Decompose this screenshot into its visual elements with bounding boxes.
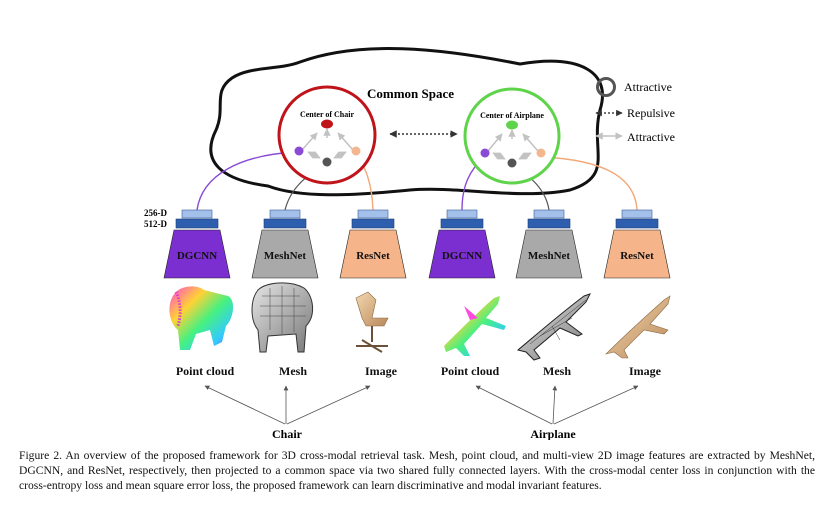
legend-ring-symbol [596, 77, 616, 97]
feature-extractor-block [163, 229, 231, 279]
legend: Attractive Repulsive Attractive [595, 77, 675, 144]
airplane-resnet-link [542, 156, 638, 211]
feature-extractor-block [428, 229, 496, 279]
network-label: ResNet [356, 250, 390, 262]
network-blocks: DGCNN MeshNet ResNet DGCNN MeshNet ResNet [163, 209, 671, 279]
chair-mesh-image [251, 282, 313, 353]
chair-point-cloud-image [169, 286, 234, 350]
fc-layer-512 [615, 218, 659, 229]
airplane-object-label: Airplane [530, 427, 576, 440]
chair-to-image-arrow [286, 385, 371, 425]
feature-extractor-block [603, 229, 671, 279]
modality-label: Image [629, 364, 662, 378]
modality-label: Point cloud [176, 364, 235, 378]
chair-center-cluster: Center of Chair [277, 85, 377, 185]
modality-label: Image [365, 364, 398, 378]
network-resnet-airplane: ResNet [603, 209, 671, 279]
feature-extractor-block [515, 229, 583, 279]
airplane-image-feature [536, 148, 546, 158]
network-label: MeshNet [528, 250, 570, 262]
fc-layer-256 [621, 209, 653, 219]
network-dgcnn-chair: DGCNN [163, 209, 231, 279]
common-space-title: Common Space [367, 86, 454, 101]
airplane-center-cluster: Center of Airplane [463, 87, 561, 185]
fc-layer-512 [175, 218, 219, 229]
network-meshnet-airplane: MeshNet [515, 209, 583, 279]
network-resnet-chair: ResNet [339, 209, 407, 279]
framework-diagram: Common Space Center of Chair Center of A… [144, 47, 675, 440]
airplane-mesh-image [516, 293, 591, 361]
dim-label-top: 256-D [144, 208, 167, 218]
chair-center-label: Center of Chair [300, 110, 355, 119]
airplane-to-mesh-arrow [552, 385, 558, 425]
chair-mesh-feature [322, 157, 332, 167]
dim-label-bottom: 512-D [144, 219, 167, 229]
fc-layer-256 [533, 209, 565, 219]
fc-layer-256 [269, 209, 301, 219]
fc-layer-256 [357, 209, 389, 219]
chair-center-point [321, 119, 333, 129]
feature-extractor-block [251, 229, 319, 279]
chair-object-label: Chair [272, 427, 303, 440]
airplane-center-label: Center of Airplane [480, 111, 544, 120]
network-meshnet-chair: MeshNet [251, 209, 319, 279]
figure-caption: Figure 2. An overview of the proposed fr… [19, 449, 815, 492]
fc-layer-512 [263, 218, 307, 229]
fc-layer-512 [527, 218, 571, 229]
airplane-photo-image [605, 295, 671, 359]
legend-label-attractive-arrow: Attractive [627, 130, 675, 144]
fc-layer-256 [446, 209, 478, 219]
modality-label: Mesh [279, 364, 307, 378]
network-dgcnn-airplane: DGCNN [428, 209, 496, 279]
airplane-center-point [506, 120, 518, 130]
airplane-point-cloud-image [444, 296, 506, 356]
fc-layer-512 [440, 218, 484, 229]
airplane-to-image-arrow [553, 385, 639, 425]
chair-dgcnn-link [196, 151, 297, 211]
modality-labels: Point cloud Mesh Image Point cloud Mesh Image [176, 364, 662, 378]
chair-pointcloud-feature [294, 146, 304, 156]
airplane-pointcloud-feature [480, 148, 490, 158]
fc-layer-256 [181, 209, 213, 219]
legend-label-attractive-ring: Attractive [624, 80, 672, 94]
chair-to-pointcloud-arrow [204, 385, 286, 425]
modality-label: Mesh [543, 364, 571, 378]
airplane-to-pointcloud-arrow [475, 385, 553, 425]
network-label: ResNet [620, 250, 654, 262]
chair-image-feature [351, 146, 361, 156]
network-label: DGCNN [177, 250, 217, 262]
airplane-mesh-feature [507, 158, 517, 168]
chair-photo-image [355, 291, 389, 353]
network-label: DGCNN [442, 250, 482, 262]
network-label: MeshNet [264, 250, 306, 262]
feature-extractor-block [339, 229, 407, 279]
fc-layer-512 [351, 218, 395, 229]
modality-label: Point cloud [441, 364, 500, 378]
legend-label-repulsive: Repulsive [627, 106, 675, 120]
